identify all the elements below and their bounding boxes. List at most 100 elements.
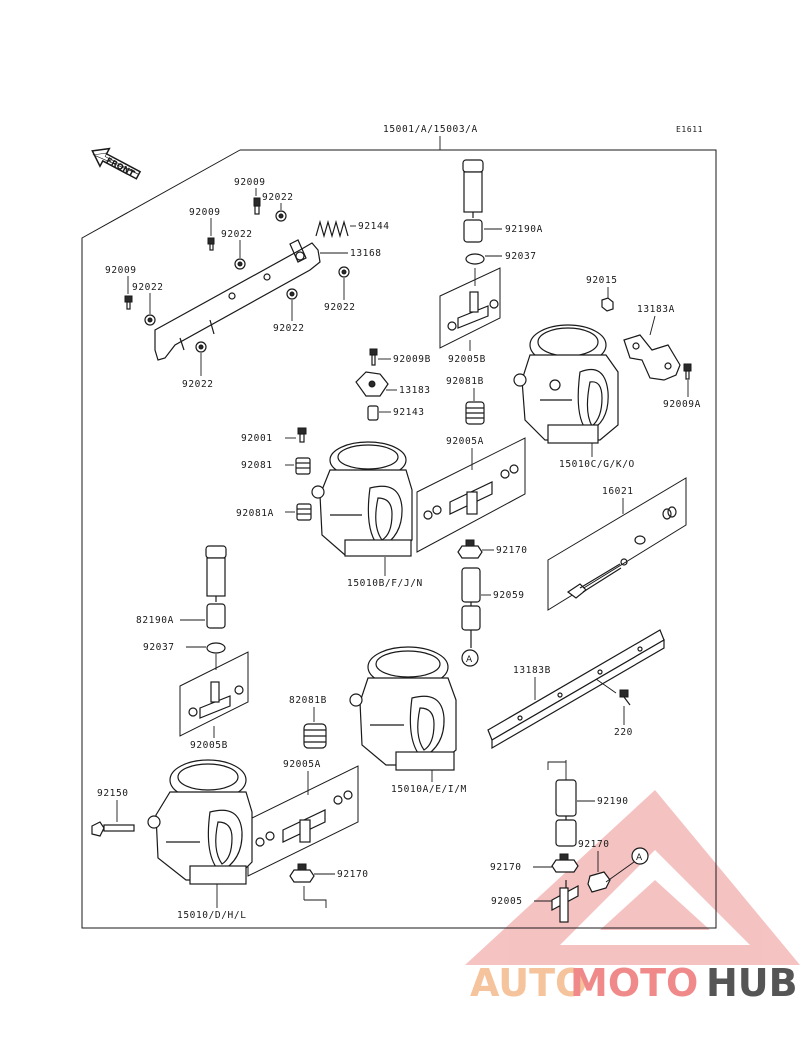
part-label: 92022 <box>273 323 305 334</box>
part-label: 92170 <box>578 839 610 850</box>
fitting-92005b-top-box <box>439 267 501 349</box>
part-label: 13183 <box>399 385 431 396</box>
boot-92190a-top-icon <box>462 159 484 243</box>
bolt-92009-b-icon <box>207 237 215 251</box>
part-label: 92001 <box>241 433 273 444</box>
callout-a-1-icon: A <box>461 649 479 667</box>
part-label: 92009A <box>663 399 701 410</box>
washer-92022-f-icon <box>195 341 207 353</box>
part-label: 92009 <box>189 207 221 218</box>
part-label: 92081B <box>446 376 484 387</box>
clip-92037-bot-icon <box>206 642 226 654</box>
adjuster-16021-box <box>547 477 687 611</box>
part-label: 92015 <box>586 275 618 286</box>
clamp-92170-bot-icon <box>289 863 315 883</box>
part-label: 15010C/G/K/O <box>559 459 635 470</box>
part-label: 13168 <box>350 248 382 259</box>
part-label: 15010A/E/I/M <box>391 784 467 795</box>
front-arrow-icon: FRONT <box>91 147 142 180</box>
spring-92081a-icon <box>296 503 312 521</box>
part-label: 15010/D/H/L <box>177 910 247 921</box>
spring-92081b-top-icon <box>465 401 485 425</box>
carburetor-15010d-icon <box>147 759 253 885</box>
boot-82190a-icon <box>205 545 227 629</box>
callout-a-2: A <box>636 853 643 863</box>
clip-92037-top-icon <box>465 253 485 265</box>
spring-82081b-icon <box>303 723 327 749</box>
bolt-92009-a-icon <box>253 197 261 215</box>
part-label: 92170 <box>490 862 522 873</box>
part-label: 92005A <box>283 759 321 770</box>
part-label: 92022 <box>132 282 164 293</box>
part-label: 92022 <box>324 302 356 313</box>
part-label: 92081A <box>236 508 274 519</box>
bolt-92009-c-icon <box>124 295 133 310</box>
part-label: 16021 <box>602 486 634 497</box>
part-label: 92005B <box>190 740 228 751</box>
part-label: 92144 <box>358 221 390 232</box>
part-label: 92005B <box>448 354 486 365</box>
part-label: 92009B <box>393 354 431 365</box>
part-label: 92170 <box>496 545 528 556</box>
part-label: 92009 <box>105 265 137 276</box>
part-label: 92143 <box>393 407 425 418</box>
washer-92022-c-icon <box>144 314 156 326</box>
spring-92144-icon <box>315 219 349 239</box>
screw-92150-icon <box>91 821 135 837</box>
hose-92190-icon <box>555 779 577 847</box>
screw-92009b-icon <box>369 348 378 366</box>
nut-92015-icon <box>601 297 614 312</box>
figure-code: E1611 <box>676 125 703 134</box>
part-label: 92037 <box>505 251 537 262</box>
part-label: 92009 <box>234 177 266 188</box>
front-label: FRONT <box>105 156 137 179</box>
watermark-part1: AUTO <box>470 961 587 1005</box>
screw-92001-icon <box>297 427 307 443</box>
washer-92022-a-icon <box>275 210 287 222</box>
part-label: 13183A <box>637 304 675 315</box>
watermark-part3: HUB <box>706 961 798 1005</box>
part-label: 92150 <box>97 788 129 799</box>
assembly-code: 15001/A/15003/A <box>383 124 478 135</box>
rail-13183b-icon <box>487 629 665 750</box>
carburetor-15010a-icon <box>349 646 457 771</box>
spring-92081-icon <box>295 457 311 475</box>
watermark-logo <box>465 790 800 965</box>
carburetor-15010c-icon <box>513 324 619 444</box>
part-label: 92190 <box>597 796 629 807</box>
bracket-13183a-icon <box>623 334 681 381</box>
part-label: 92190A <box>505 224 543 235</box>
bracket-13183-icon <box>355 371 389 397</box>
washer-92022-b-icon <box>234 258 246 270</box>
part-label: 13183B <box>513 665 551 676</box>
part-label: 92059 <box>493 590 525 601</box>
clamp-92170-mid-icon <box>457 539 483 559</box>
fuel-fitting-92005a-top-box <box>416 437 526 553</box>
washer-92022-e-icon <box>286 288 298 300</box>
clamp-92170-r1-icon <box>551 853 579 873</box>
screw-92009a-icon <box>683 363 692 380</box>
part-label: 220 <box>614 727 633 738</box>
part-label: 92005A <box>446 436 484 447</box>
part-label: 92170 <box>337 869 369 880</box>
callout-a-2-icon: A <box>631 847 649 865</box>
part-label: 92037 <box>143 642 175 653</box>
part-label: 92081 <box>241 460 273 471</box>
part-label: 82190A <box>136 615 174 626</box>
clamp-92170-r2-icon <box>587 871 611 893</box>
carburetor-15010b-icon <box>311 441 413 557</box>
fitting-92005b-bot-box <box>179 651 249 737</box>
part-label: 92022 <box>221 229 253 240</box>
fitting-92005-icon <box>551 880 579 923</box>
assembly-frame <box>81 149 717 929</box>
watermark-part2: MOTO <box>570 961 698 1005</box>
jet-92143-icon <box>367 405 379 421</box>
fuel-fitting-92005a-bot-box <box>247 765 359 877</box>
part-label: 92005 <box>491 896 523 907</box>
part-label: 92022 <box>262 192 294 203</box>
mounting-bracket <box>154 239 321 361</box>
hose-92059-icon <box>461 567 481 648</box>
screw-220-icon <box>619 689 631 706</box>
callout-a-1: A <box>466 655 473 665</box>
